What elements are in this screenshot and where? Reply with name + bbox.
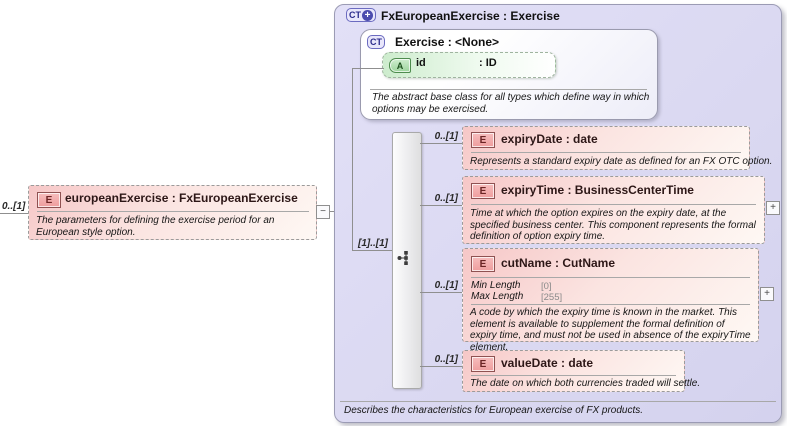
facet-name: Max Length [471, 291, 524, 302]
connector-seq-stub [352, 250, 392, 251]
element-annotation: The parameters for defining the exercise… [36, 215, 275, 238]
element-icon: E [471, 356, 495, 372]
divider [471, 204, 756, 205]
divider [37, 211, 309, 212]
source-cardinality: 0..[1] [2, 201, 26, 212]
element-title: europeanExercise : FxEuropeanExercise [65, 191, 298, 205]
divider [471, 304, 750, 305]
sequence-icon [396, 248, 416, 268]
expand-toggle-icon[interactable]: + [766, 201, 780, 215]
element-valueDate[interactable]: E valueDate : date The date on which bot… [462, 350, 701, 392]
element-icon: E [471, 132, 495, 148]
divider [370, 89, 647, 90]
facet-name: Min Length [471, 280, 521, 291]
connector-line [420, 366, 462, 367]
attribute-name: id [416, 57, 426, 69]
element-expiryDate[interactable]: E expiryDate : date Represents a standar… [462, 126, 773, 170]
element-title: cutName : CutName [501, 256, 616, 270]
attribute-type: : ID [479, 57, 497, 69]
attribute-icon: A [389, 58, 411, 73]
element-icon: E [471, 256, 495, 272]
element-cutName[interactable]: E cutName : CutName Min Length [0] Max L… [462, 248, 759, 353]
element-expiryTime[interactable]: E expiryTime : BusinessCenterTime Time a… [462, 176, 765, 244]
sequence-cardinality: [1]..[1] [358, 238, 388, 249]
connector-line [420, 292, 462, 293]
element-annotation: Represents a standard expiry date as def… [470, 156, 773, 167]
source-cardinality-line [0, 213, 28, 214]
element-annotation: A code by which the expiry time is known… [470, 307, 751, 353]
collapse-toggle-icon[interactable]: − [316, 205, 330, 219]
child-cardinality: 0..[1] [434, 193, 458, 204]
ct-badge-label: CT [370, 37, 382, 47]
expand-toggle-icon[interactable]: + [760, 287, 774, 301]
basetype-icon: CT [367, 35, 385, 49]
basetype-annotation: The abstract base class for all types wh… [372, 92, 650, 115]
connector-vline [352, 68, 353, 251]
divider [471, 277, 750, 278]
child-cardinality: 0..[1] [434, 131, 458, 142]
connector-attr-stub [352, 68, 384, 69]
divider [471, 375, 676, 376]
element-icon: E [471, 183, 495, 199]
sequence-bar[interactable] [392, 132, 422, 389]
element-title: valueDate : date [501, 356, 594, 370]
complextype-icon: CT+ [346, 8, 376, 22]
connector-line [420, 205, 462, 206]
element-icon: E [37, 192, 61, 208]
derived-plus-icon: + [362, 9, 373, 21]
complextype-title: FxEuropeanExercise : Exercise [381, 9, 560, 23]
element-title: expiryTime : BusinessCenterTime [501, 183, 694, 197]
element-annotation: Time at which the option expires on the … [470, 208, 756, 242]
complextype-annotation: Describes the characteristics for Europe… [344, 405, 644, 416]
element-europeanExercise[interactable]: E europeanExercise : FxEuropeanExercise … [28, 185, 317, 240]
basetype-title: Exercise : <None> [395, 35, 500, 49]
divider [471, 152, 741, 153]
facet-value: [0] [541, 280, 552, 292]
element-annotation: The date on which both currencies traded… [470, 378, 701, 389]
divider [340, 401, 776, 402]
connector-line [420, 143, 462, 144]
ct-badge-label: CT [349, 10, 361, 20]
attribute-id[interactable]: A id : ID [382, 52, 556, 78]
child-cardinality: 0..[1] [434, 354, 458, 365]
child-cardinality: 0..[1] [434, 280, 458, 291]
facet-value: [255] [541, 291, 563, 303]
element-title: expiryDate : date [501, 132, 598, 146]
